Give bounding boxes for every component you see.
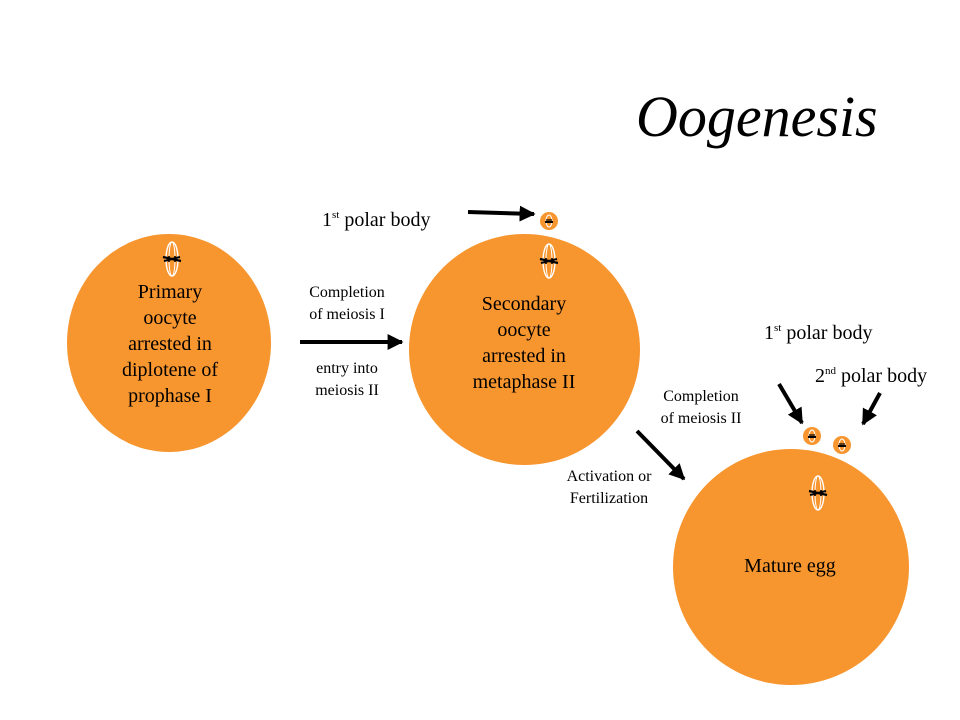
first-polar-body-icon: [539, 211, 559, 231]
completion-meiosis-1-line-1: Completion: [309, 284, 385, 301]
completion-meiosis-1-label: Completion of meiosis I: [287, 282, 407, 326]
first-polar-text: polar body: [339, 209, 431, 231]
first-polar-text-right: polar body: [781, 322, 873, 344]
arrow-secondary-to-mature: [635, 429, 686, 481]
primary-oocyte-cell: [67, 234, 271, 452]
secondary-label-line-1: Secondary: [481, 293, 567, 315]
activation-fertilization-label: Activation or Fertilization: [543, 466, 675, 510]
secondary-spindle-icon: [538, 242, 560, 280]
activation-line-1: Activation or: [566, 468, 652, 485]
secondary-label-line-3: arrested in: [482, 345, 566, 367]
completion-meiosis-1-line-2: of meiosis I: [309, 306, 385, 323]
primary-oocyte-label: Primary oocyte arrested in diplotene of …: [80, 279, 260, 409]
completion-meiosis-2-line-1: Completion: [663, 388, 739, 405]
primary-spindle-icon: [161, 240, 183, 278]
first-polar-body-mature-icon: [802, 426, 822, 446]
first-polar-num: 1: [322, 209, 332, 231]
first-polar-sup-right: st: [774, 322, 782, 334]
primary-label-line-3: arrested in: [128, 333, 212, 355]
secondary-label-line-4: metaphase II: [472, 371, 576, 393]
entry-meiosis-2-line-2: meiosis II: [315, 382, 379, 399]
first-polar-body-label-right: 1st polar body: [764, 321, 872, 345]
mature-egg-label: Mature egg: [744, 555, 836, 577]
second-polar-num: 2: [815, 365, 825, 387]
first-polar-sup: st: [332, 209, 340, 221]
second-polar-text: polar body: [836, 365, 928, 387]
completion-meiosis-2-line-2: of meiosis II: [660, 410, 742, 427]
first-polar-num-right: 1: [764, 322, 774, 344]
completion-meiosis-2-label: Completion of meiosis II: [636, 386, 766, 430]
mature-nucleus-icon: [807, 474, 829, 512]
secondary-oocyte-label: Secondary oocyte arrested in metaphase I…: [434, 291, 614, 395]
primary-label-line-5: prophase I: [128, 385, 212, 407]
entry-meiosis-2-line-1: entry into: [316, 360, 378, 377]
primary-label-line-1: Primary: [137, 281, 203, 303]
secondary-label-line-2: oocyte: [497, 319, 551, 341]
second-polar-body-icon: [832, 435, 852, 455]
activation-line-2: Fertilization: [569, 490, 649, 507]
arrow-second-polar-body: [861, 392, 882, 426]
secondary-oocyte-cell: [409, 234, 640, 465]
primary-label-line-2: oocyte: [143, 307, 197, 329]
arrow-first-polar-body-mature: [777, 382, 804, 425]
mature-egg-cell: [673, 449, 909, 685]
second-polar-body-label: 2nd polar body: [815, 364, 927, 388]
primary-label-line-4: diplotene of: [121, 359, 219, 381]
second-polar-sup: nd: [825, 365, 836, 377]
arrow-to-first-polar-body: [467, 205, 536, 222]
entry-meiosis-2-label: entry into meiosis II: [287, 358, 407, 402]
page-title: Oogenesis: [636, 84, 878, 149]
first-polar-body-label-top: 1st polar body: [322, 208, 430, 232]
